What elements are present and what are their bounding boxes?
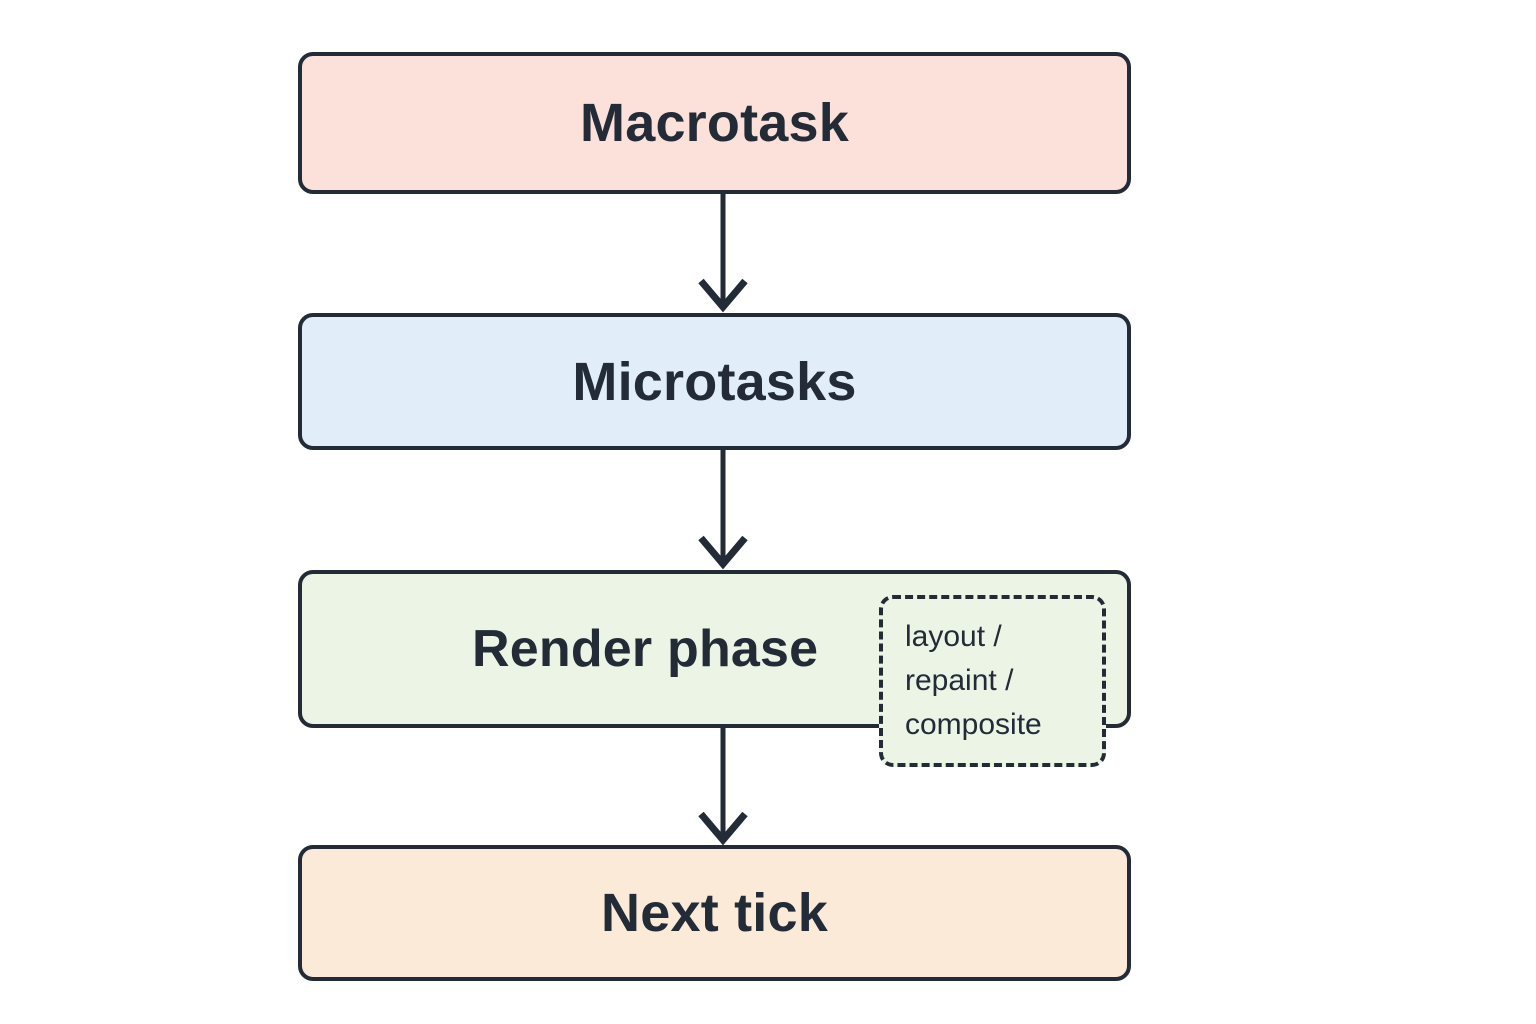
- node-next-tick-label: Next tick: [601, 883, 828, 943]
- node-macrotask[interactable]: Macrotask: [298, 52, 1131, 194]
- arrow-macrotask-to-microtasks: [698, 194, 748, 313]
- render-phase-annotation[interactable]: layout / repaint / composite: [879, 595, 1106, 767]
- node-render-phase-label: Render phase: [472, 620, 819, 678]
- arrow-microtasks-to-render: [698, 450, 748, 570]
- arrow-render-to-nexttick: [698, 728, 748, 846]
- node-macrotask-label: Macrotask: [580, 93, 849, 153]
- node-microtasks[interactable]: Microtasks: [298, 313, 1131, 450]
- node-microtasks-label: Microtasks: [572, 351, 857, 412]
- annotation-line-composite: composite: [905, 708, 1042, 742]
- annotation-line-repaint: repaint /: [905, 663, 1014, 697]
- node-next-tick[interactable]: Next tick: [298, 845, 1131, 981]
- annotation-line-layout: layout /: [905, 619, 1002, 653]
